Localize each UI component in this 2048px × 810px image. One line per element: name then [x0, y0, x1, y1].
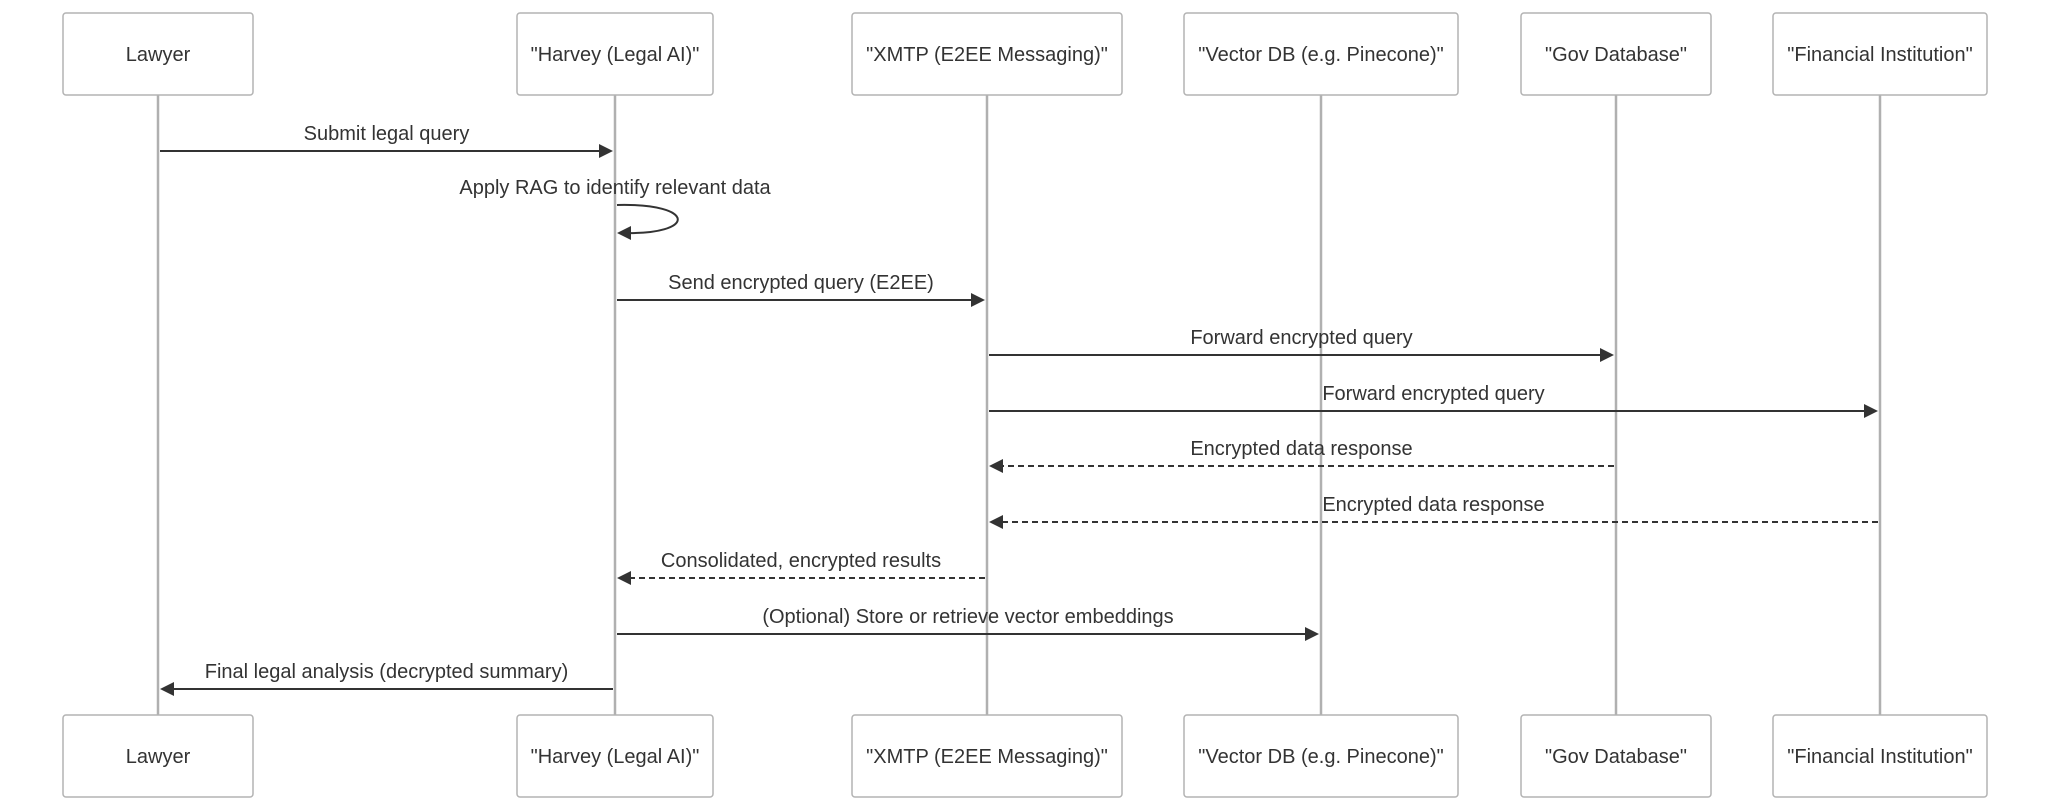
participant-harvey-top: "Harvey (Legal AI)" [516, 12, 714, 96]
participant-box [62, 12, 254, 96]
participant-box [1520, 714, 1712, 798]
lifelines [156, 95, 1882, 715]
participant-govdb-top: "Gov Database" [1520, 12, 1712, 96]
participant-xmtp-top: "XMTP (E2EE Messaging)" [851, 12, 1123, 96]
participant-box [1183, 12, 1459, 96]
message-label: Submit legal query [304, 123, 470, 145]
participant-fin-top: "Financial Institution" [1772, 12, 1988, 96]
participant-label: Lawyer [126, 44, 191, 66]
message-6: Encrypted data response [989, 438, 1614, 473]
participant-label: "Harvey (Legal AI)" [531, 746, 700, 768]
participant-box [62, 714, 254, 798]
message-8: Consolidated, encrypted results [617, 550, 985, 585]
message-1: Submit legal query [160, 123, 613, 158]
message-7: Encrypted data response [989, 494, 1878, 529]
participant-govdb-bottom: "Gov Database" [1520, 714, 1712, 798]
participant-label: "Vector DB (e.g. Pinecone)" [1198, 746, 1443, 768]
arrow-head [599, 144, 613, 158]
message-label: Final legal analysis (decrypted summary) [205, 661, 568, 683]
participant-box [516, 12, 714, 96]
arrow-head [1864, 404, 1878, 418]
participant-fin-bottom: "Financial Institution" [1772, 714, 1988, 798]
participant-label: Lawyer [126, 746, 191, 768]
participant-label: "Financial Institution" [1787, 44, 1972, 66]
arrow-head [989, 459, 1003, 473]
participant-xmtp-bottom: "XMTP (E2EE Messaging)" [851, 714, 1123, 798]
participant-lawyer-top: Lawyer [62, 12, 254, 96]
arrow-head [617, 571, 631, 585]
participant-box [1772, 714, 1988, 798]
participant-box [516, 714, 714, 798]
arrow-head [971, 293, 985, 307]
participant-label: "Harvey (Legal AI)" [531, 44, 700, 66]
message-5: Forward encrypted query [989, 383, 1878, 418]
participant-label: "Vector DB (e.g. Pinecone)" [1198, 44, 1443, 66]
message-4: Forward encrypted query [989, 327, 1614, 362]
message-label: Encrypted data response [1322, 494, 1544, 516]
participant-label: "XMTP (E2EE Messaging)" [866, 44, 1108, 66]
participant-box [851, 714, 1123, 798]
message-label: Encrypted data response [1190, 438, 1412, 460]
participant-label: "Financial Institution" [1787, 746, 1972, 768]
message-3: Send encrypted query (E2EE) [617, 272, 985, 307]
participant-box [1183, 714, 1459, 798]
arrow-head [617, 226, 631, 240]
arrow-head [1600, 348, 1614, 362]
message-10: Final legal analysis (decrypted summary) [160, 661, 613, 696]
message-label: Send encrypted query (E2EE) [668, 272, 934, 294]
participant-lawyer-bottom: Lawyer [62, 714, 254, 798]
participant-vectordb-bottom: "Vector DB (e.g. Pinecone)" [1183, 714, 1459, 798]
arrow-head [989, 515, 1003, 529]
participant-label: "Gov Database" [1545, 746, 1687, 768]
message-label: Forward encrypted query [1322, 383, 1544, 405]
participant-vectordb-top: "Vector DB (e.g. Pinecone)" [1183, 12, 1459, 96]
participant-box [1772, 12, 1988, 96]
message-line [616, 203, 679, 235]
participant-box [851, 12, 1123, 96]
participant-harvey-bottom: "Harvey (Legal AI)" [516, 714, 714, 798]
message-label: Apply RAG to identify relevant data [459, 177, 771, 199]
message-label: (Optional) Store or retrieve vector embe… [762, 606, 1173, 628]
arrow-head [160, 682, 174, 696]
message-2: Apply RAG to identify relevant data [459, 177, 772, 240]
message-9: (Optional) Store or retrieve vector embe… [617, 606, 1319, 641]
arrow-head [1305, 627, 1319, 641]
participant-label: "Gov Database" [1545, 44, 1687, 66]
message-label: Consolidated, encrypted results [661, 550, 941, 572]
participant-label: "XMTP (E2EE Messaging)" [866, 746, 1108, 768]
participant-box [1520, 12, 1712, 96]
message-label: Forward encrypted query [1190, 327, 1412, 349]
